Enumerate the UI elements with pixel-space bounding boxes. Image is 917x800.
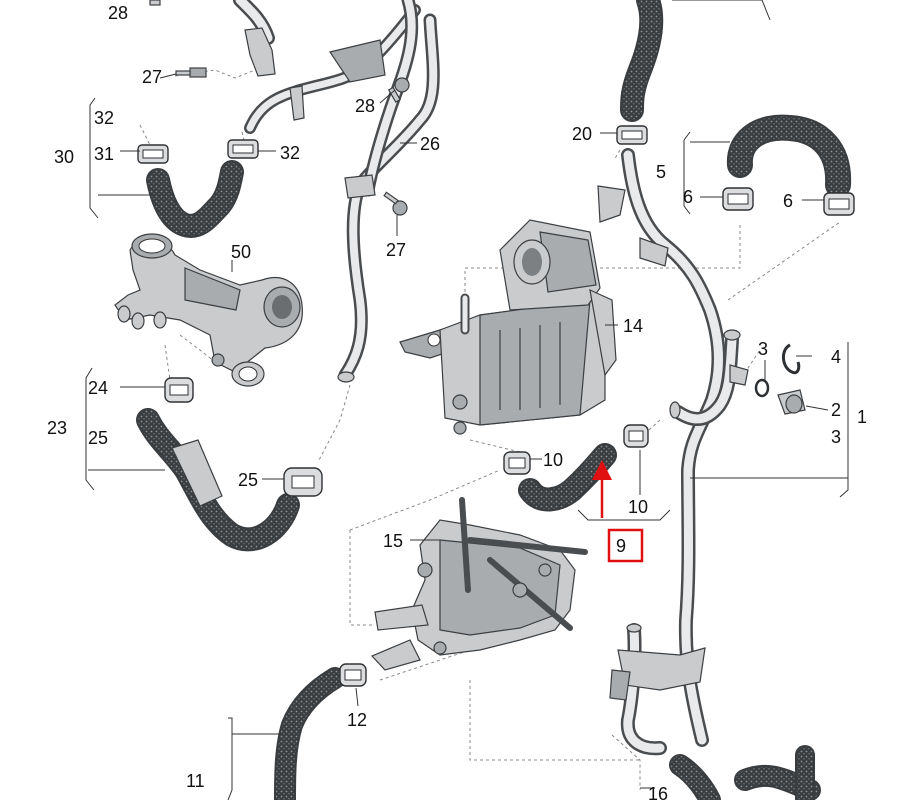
- part-labels: 28 27 32 30 31 32 28 26 27 50 24 23 25 2…: [47, 3, 867, 800]
- label-16: 16: [648, 784, 668, 800]
- hose-11-12: [274, 663, 367, 800]
- clamp-12: [339, 663, 367, 687]
- hose-group-30: [137, 139, 259, 238]
- clamp-6-left: [722, 187, 754, 211]
- label-20: 20: [572, 124, 592, 144]
- leader-lines: [85, 0, 849, 800]
- label-12: 12: [347, 710, 367, 730]
- label-27-upper: 27: [142, 67, 162, 87]
- sensor-parts: [754, 343, 806, 415]
- screw-27-upper: [175, 67, 207, 78]
- clamp-10-right: [623, 424, 649, 448]
- label-24: 24: [88, 378, 108, 398]
- label-6-right: 6: [783, 191, 793, 211]
- label-14: 14: [623, 316, 643, 336]
- clamp-25: [283, 467, 323, 497]
- label-30: 30: [54, 147, 74, 167]
- label-50: 50: [231, 242, 251, 262]
- egr-cooler-14: [399, 219, 617, 435]
- label-4: 4: [831, 347, 841, 367]
- label-28-top: 28: [108, 3, 128, 23]
- label-11: 11: [186, 771, 205, 791]
- label-25-right: 25: [238, 470, 258, 490]
- clamp-24: [164, 377, 194, 403]
- label-32-right: 32: [280, 143, 300, 163]
- label-10-left: 10: [543, 450, 563, 470]
- label-32-upper: 32: [94, 108, 114, 128]
- clamps-upper-right: [616, 125, 855, 216]
- clamp-32: [227, 139, 259, 159]
- label-15: 15: [383, 531, 403, 551]
- label-26: 26: [420, 134, 440, 154]
- clamp-31: [137, 144, 169, 164]
- screws: [149, 0, 410, 216]
- assembly-lines: [139, 69, 841, 790]
- label-3-lower: 3: [831, 427, 841, 447]
- label-23: 23: [47, 418, 67, 438]
- label-27-mid: 27: [386, 240, 406, 260]
- label-5: 5: [656, 162, 666, 182]
- label-25-left: 25: [88, 428, 108, 448]
- upper-left-pipes: [233, 0, 440, 383]
- label-10-right: 10: [628, 497, 648, 517]
- label-9: 9: [616, 536, 626, 556]
- screw-27-mid: [383, 191, 408, 216]
- clamp-6-right: [823, 192, 855, 216]
- label-1: 1: [857, 407, 867, 427]
- clamp-10-left: [503, 451, 531, 475]
- clamp-20: [616, 125, 648, 145]
- screw-28-top: [149, 0, 161, 6]
- label-3-upper: 3: [758, 339, 768, 359]
- pipes-1-3: [597, 0, 852, 800]
- label-2: 2: [831, 400, 841, 420]
- label-28-mid: 28: [355, 96, 375, 116]
- label-6-left: 6: [683, 187, 693, 207]
- highlight-part-9: [592, 460, 644, 563]
- label-31: 31: [94, 144, 114, 164]
- hose-group-23: [136, 377, 323, 552]
- egr-housing-15: [370, 497, 588, 671]
- coolant-flange-50: [114, 233, 303, 387]
- screw-28-mid: [387, 77, 410, 103]
- hose-9: [503, 424, 649, 512]
